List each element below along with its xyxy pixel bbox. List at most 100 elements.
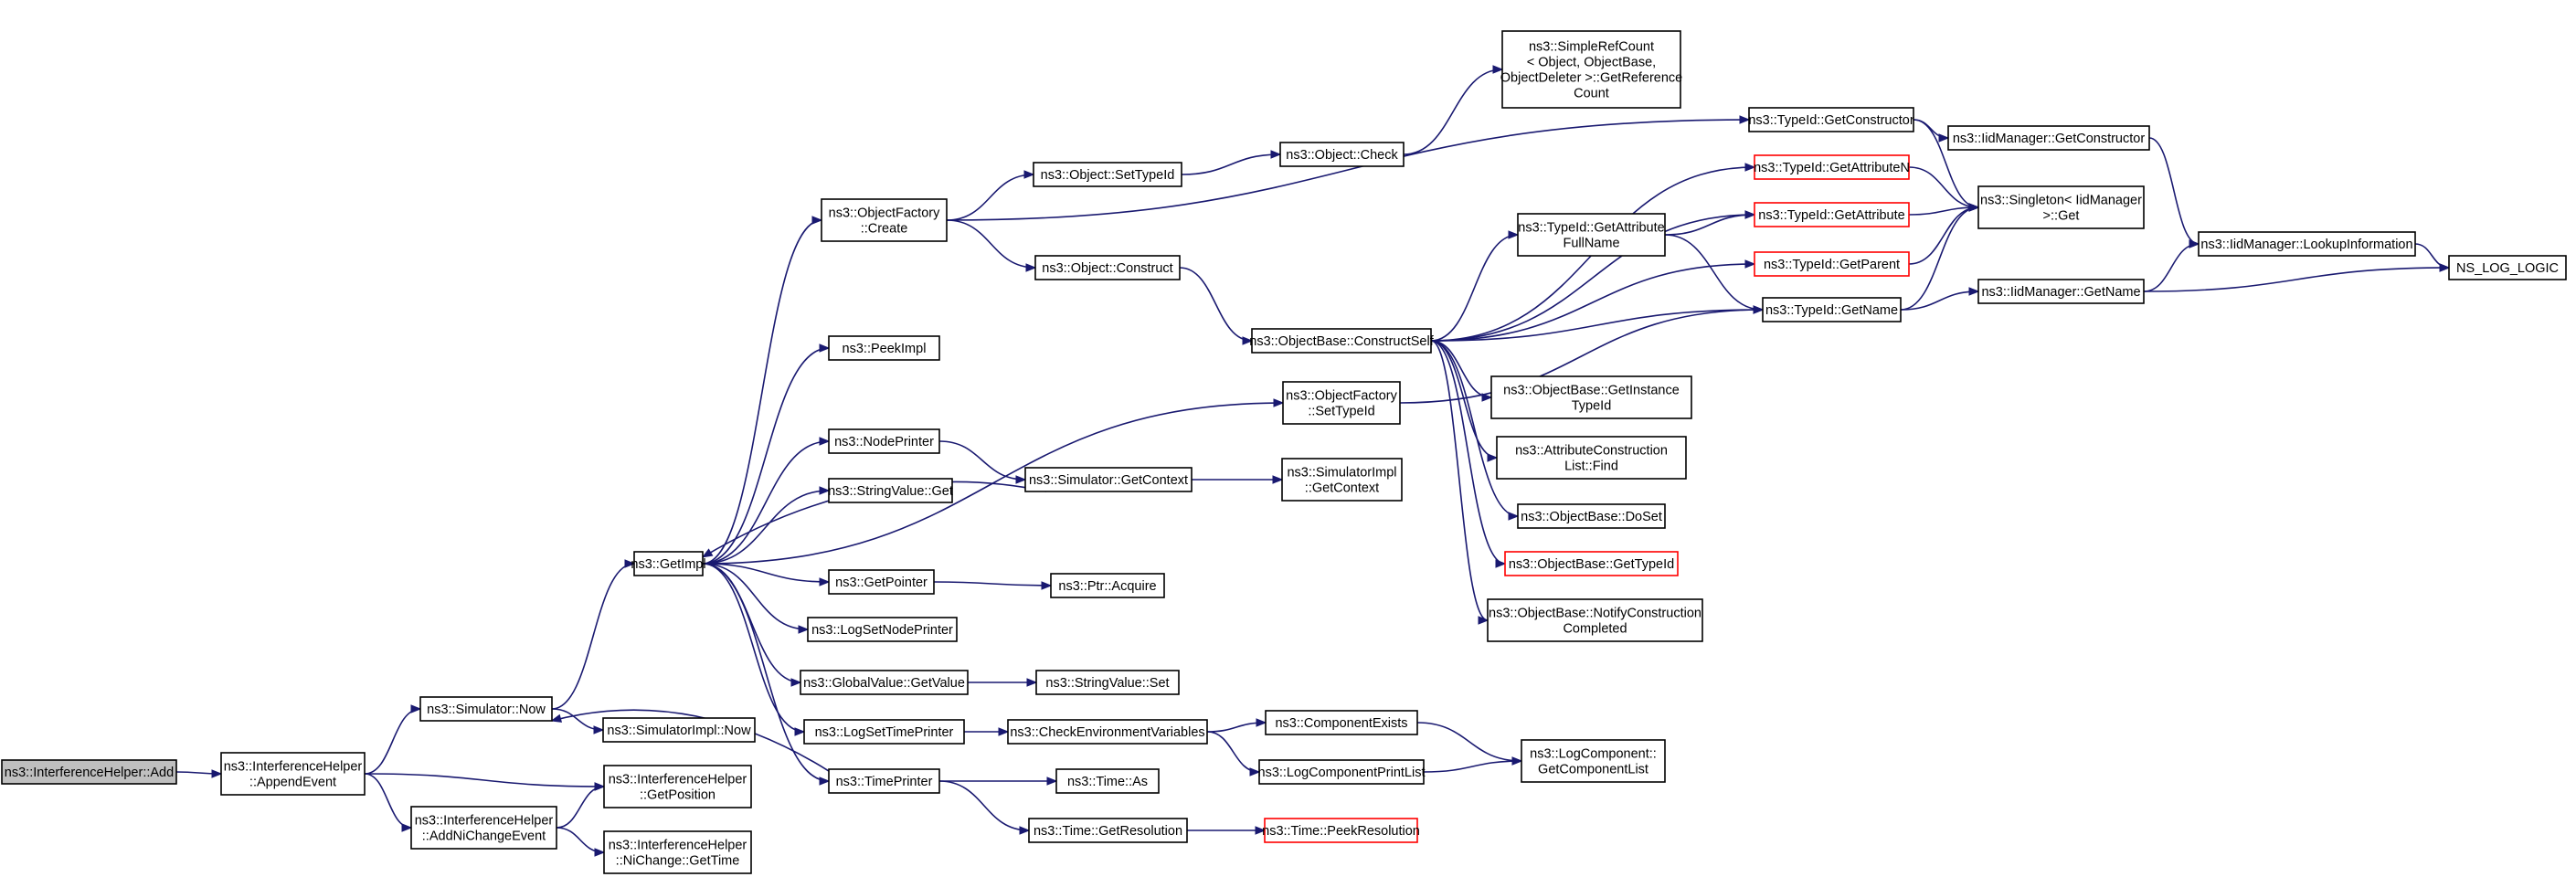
edge-line <box>938 780 1030 831</box>
node-timepeekres[interactable]: ns3::Time::PeekResolution <box>1262 818 1420 843</box>
node-nodeprinter[interactable]: ns3::NodePrinter <box>828 428 940 454</box>
node-getimpl[interactable]: ns3::GetImpl <box>631 551 706 576</box>
edge-timeprinter-to-timeas <box>939 777 1058 786</box>
node-iidlookup[interactable]: ns3::IidManager::LookupInformation <box>2198 231 2416 257</box>
node-ofcreate[interactable]: ns3::ObjectFactory::Create <box>821 198 948 242</box>
edge-getimpl-to-timeprinter <box>702 563 831 786</box>
node-label-line: ns3::ObjectBase::ConstructSelf <box>1249 334 1434 349</box>
node-logsettime[interactable]: ns3::LogSetTimePrinter <box>803 719 965 745</box>
node-logsetnode[interactable]: ns3::LogSetNodePrinter <box>807 617 958 642</box>
arrowhead <box>794 727 806 736</box>
node-nichange[interactable]: ns3::InterferenceHelper::NiChange::GetTi… <box>603 830 752 874</box>
node-addni[interactable]: ns3::InterferenceHelper::AddNiChangeEven… <box>410 806 557 850</box>
edge-line <box>702 563 805 733</box>
edge-tidgetattrfull-to-tidgetname <box>1664 234 1765 314</box>
node-box <box>419 696 553 722</box>
edge-getimpl-to-logsettime <box>702 563 806 736</box>
edge-getimpl-to-nodeprinter <box>702 437 831 565</box>
node-iidgetname[interactable]: ns3::IidManager::GetName <box>1977 279 2145 304</box>
edge-timeprinter-to-timegetres <box>938 780 1031 835</box>
node-label-line: ns3::ObjectBase::NotifyConstruction <box>1489 607 1701 621</box>
arrowhead <box>1968 203 1980 212</box>
arrowhead <box>1753 305 1765 314</box>
arrowhead <box>819 437 831 446</box>
node-label-line: ns3::PeekImpl <box>843 342 927 356</box>
edge-tidgetname-to-iidgetname <box>1900 287 1980 311</box>
node-tidgetattr[interactable]: ns3::TypeId::GetAttribute <box>1754 202 1910 227</box>
node-obgettypeid[interactable]: ns3::ObjectBase::GetTypeId <box>1504 551 1679 576</box>
node-box <box>1265 710 1418 735</box>
node-timegetres[interactable]: ns3::Time::GetResolution <box>1028 818 1188 843</box>
node-label-line: List::Find <box>1564 460 1618 474</box>
node-iidgetctor[interactable]: ns3::IidManager::GetConstructor <box>1947 125 2150 151</box>
node-logcompprint[interactable]: ns3::LogComponentPrintList <box>1258 759 1426 785</box>
arrowhead <box>1508 512 1520 521</box>
node-box <box>2198 231 2416 257</box>
node-box <box>1748 107 1914 132</box>
edge-line <box>2414 243 2450 269</box>
node-tidgetparent[interactable]: ns3::TypeId::GetParent <box>1754 251 1910 277</box>
node-add[interactable]: ns3::InterferenceHelper::Add <box>1 759 177 785</box>
node-label-line: ns3::GetImpl <box>631 557 705 572</box>
node-label-line: ns3::GetPointer <box>835 576 928 590</box>
arrowhead <box>1023 170 1035 179</box>
edge-line <box>1206 731 1260 773</box>
node-tidgetname[interactable]: ns3::TypeId::GetName <box>1762 297 1902 322</box>
node-checkenv[interactable]: ns3::CheckEnvironmentVariables <box>1007 719 1208 745</box>
node-ofsettypeid[interactable]: ns3::ObjectFactory::SetTypeId <box>1282 381 1401 425</box>
node-tidgetctor[interactable]: ns3::TypeId::GetConstructor <box>1748 107 1914 132</box>
node-simplerefcount[interactable]: ns3::SimpleRefCount< Object, ObjectBase,… <box>1500 30 1682 109</box>
arrowhead <box>1256 718 1267 727</box>
edge-objconstruct-to-obconstructself <box>1179 267 1254 345</box>
node-getpointer[interactable]: ns3::GetPointer <box>828 569 935 595</box>
node-label-line: ns3::TimePrinter <box>836 775 933 789</box>
node-label-line: ns3::StringValue::Set <box>1045 676 1169 691</box>
edge-line <box>1430 214 1755 342</box>
node-append[interactable]: ns3::InterferenceHelper::AppendEvent <box>220 752 366 796</box>
edge-line <box>2148 137 2200 245</box>
edge-iidgetctor-to-iidlookup <box>2148 137 2200 248</box>
arrowhead <box>1492 65 1504 74</box>
node-singleton[interactable]: ns3::Singleton< IidManager>::Get <box>1977 185 2145 229</box>
node-stringset[interactable]: ns3::StringValue::Set <box>1035 670 1180 695</box>
edge-line <box>1181 153 1281 175</box>
node-objsettypeid[interactable]: ns3::Object::SetTypeId <box>1033 162 1182 187</box>
edge-line <box>1416 722 1522 762</box>
arrowhead <box>819 343 831 353</box>
arrowhead <box>1046 777 1058 786</box>
node-box <box>1517 213 1666 257</box>
node-box <box>1251 328 1432 354</box>
node-objconstruct[interactable]: ns3::Object::Construct <box>1034 255 1181 280</box>
node-gvgetvalue[interactable]: ns3::GlobalValue::GetValue <box>800 670 969 695</box>
node-obnotify[interactable]: ns3::ObjectBase::NotifyConstructionCompl… <box>1487 598 1703 642</box>
node-box <box>1050 573 1165 598</box>
node-timeprinter[interactable]: ns3::TimePrinter <box>828 768 940 794</box>
node-ptracquire[interactable]: ns3::Ptr::Acquire <box>1050 573 1165 598</box>
node-compexists[interactable]: ns3::ComponentExists <box>1265 710 1418 735</box>
node-peekimpl[interactable]: ns3::PeekImpl <box>828 335 940 361</box>
node-objcheck[interactable]: ns3::Object::Check <box>1279 142 1405 167</box>
edge-append-to-getpos <box>364 773 606 791</box>
node-tidgetattrn[interactable]: ns3::TypeId::GetAttributeN <box>1754 154 1910 180</box>
edge-line <box>2143 267 2450 292</box>
node-simnow[interactable]: ns3::Simulator::Now <box>419 696 553 722</box>
node-box <box>828 478 953 503</box>
node-timeas[interactable]: ns3::Time::As <box>1055 768 1160 794</box>
node-simimplgetctx[interactable]: ns3::SimulatorImpl::GetContext <box>1281 458 1403 502</box>
edge-line <box>1908 166 1979 208</box>
arrowhead <box>798 625 810 634</box>
node-logcompget[interactable]: ns3::LogComponent::GetComponentList <box>1521 739 1666 783</box>
node-simimplnow[interactable]: ns3::SimulatorImpl::Now <box>602 717 756 743</box>
node-stringget[interactable]: ns3::StringValue::Get <box>828 478 953 503</box>
node-getpos[interactable]: ns3::InterferenceHelper::GetPosition <box>603 765 752 808</box>
node-obconstructself[interactable]: ns3::ObjectBase::ConstructSelf <box>1249 328 1435 354</box>
node-simgetcontext[interactable]: ns3::Simulator::GetContext <box>1024 467 1193 492</box>
node-nslog[interactable]: NS_LOG_LOGIC <box>2448 255 2567 280</box>
arrowhead <box>594 782 606 791</box>
arrowhead <box>1968 287 1980 296</box>
edge-getimpl-to-ofsettypeid <box>702 398 1285 565</box>
node-obdoset[interactable]: ns3::ObjectBase::DoSet <box>1517 503 1666 529</box>
